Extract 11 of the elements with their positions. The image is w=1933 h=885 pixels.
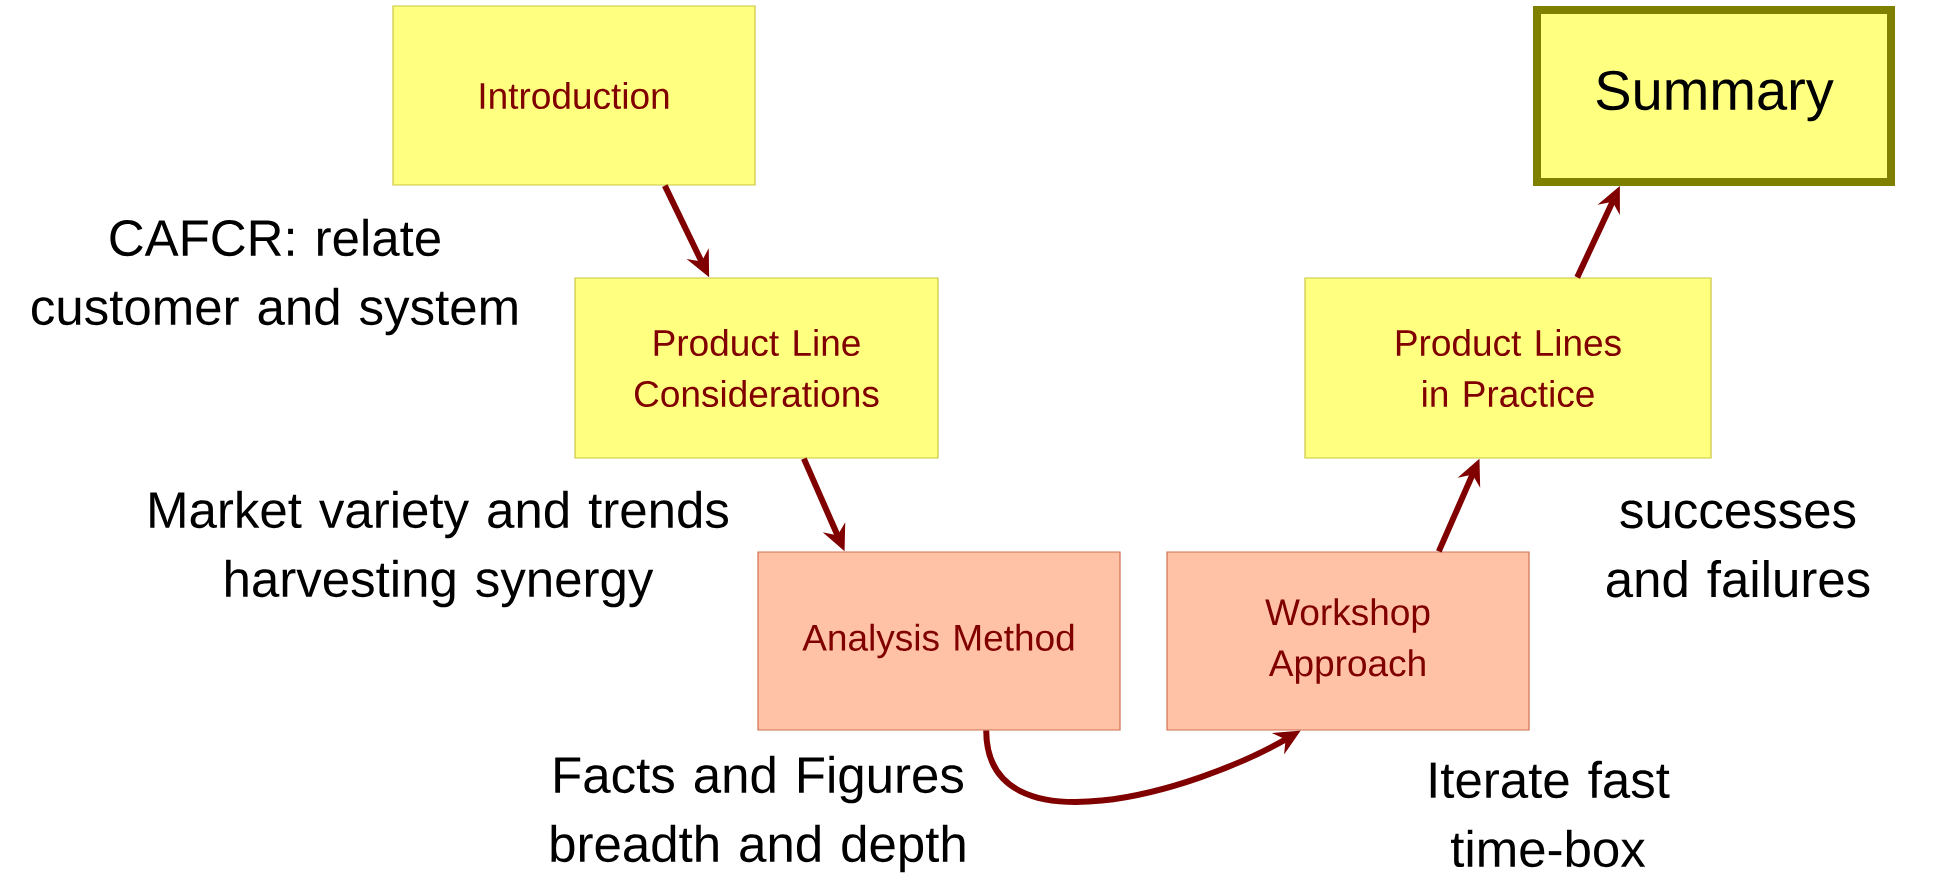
- topic-box: Workshop Approach: [1166, 551, 1530, 731]
- topic-box: Introduction: [392, 5, 756, 186]
- note-text: CAFCR: relate customer and system: [32, 218, 517, 336]
- note-text: Facts and Figures breadth and depth: [551, 755, 965, 873]
- topic-box: Product Lines in Practice: [1304, 277, 1712, 459]
- note-text: Market variety and trends harvesting synergy: [150, 490, 728, 608]
- topic-box: Summary: [1533, 6, 1895, 186]
- note-text: Iterate fast time-box: [1430, 760, 1670, 868]
- topic-box: Analysis Method: [757, 551, 1121, 731]
- topic-box: Product Line Considerations: [574, 277, 939, 459]
- note-text: successes and failures: [1606, 500, 1870, 598]
